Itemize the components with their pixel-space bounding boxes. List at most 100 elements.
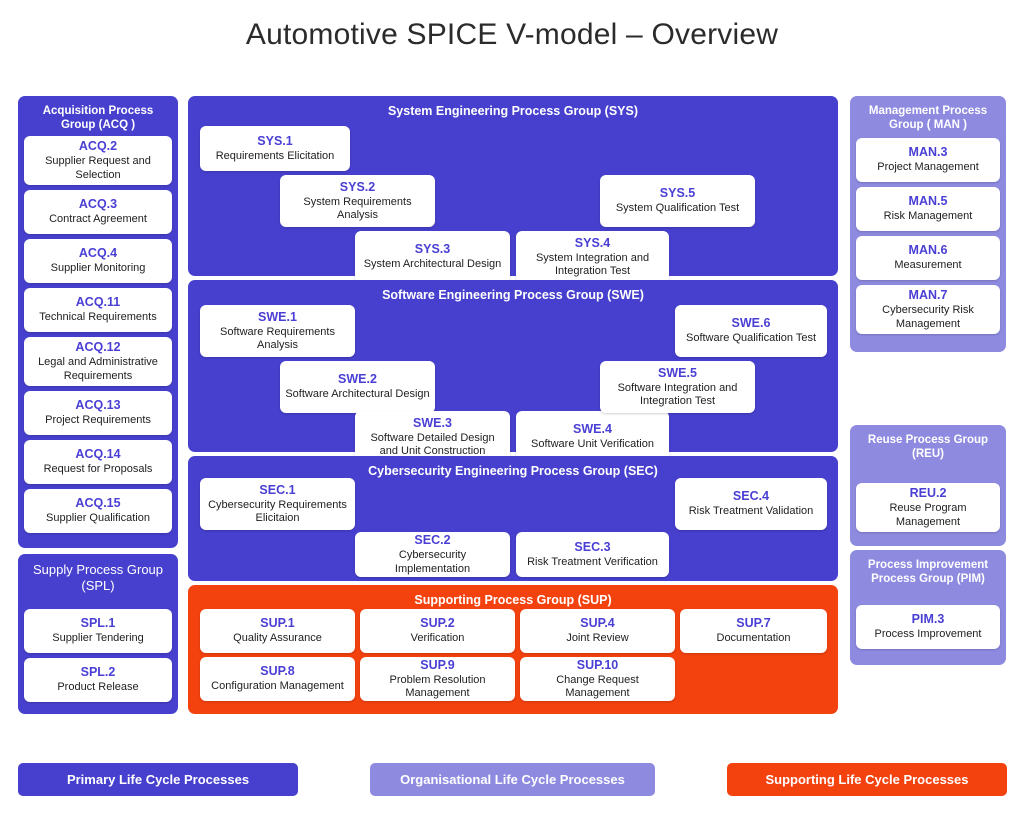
process-code: SUP.10 xyxy=(576,657,619,672)
process-box-sec3[interactable]: SEC.3 Risk Treatment Verification xyxy=(516,532,669,577)
legend-item-primary[interactable]: Primary Life Cycle Processes xyxy=(18,763,298,796)
process-box-sys3[interactable]: SYS.3 System Architectural Design xyxy=(355,231,510,283)
process-code: MAN.5 xyxy=(908,194,948,209)
process-box-swe2[interactable]: SWE.2 Software Architectural Design xyxy=(280,361,435,413)
process-box-sup9[interactable]: SUP.9 Problem Resolution Management xyxy=(360,657,515,701)
process-name: Supplier Qualification xyxy=(46,512,150,525)
process-name: Documentation xyxy=(716,632,791,645)
group-panel-spl: Supply Process Group (SPL) SPL.1 Supplie… xyxy=(18,554,178,714)
process-code: SUP.1 xyxy=(260,616,295,631)
process-box-acq14[interactable]: ACQ.14 Request for Proposals xyxy=(24,440,172,484)
man-process-list: MAN.3 Project Management MAN.5 Risk Mana… xyxy=(856,138,1000,339)
process-box-swe1[interactable]: SWE.1 Software Requirements Analysis xyxy=(200,305,355,357)
process-name: Supplier Monitoring xyxy=(50,262,146,275)
process-box-sec2[interactable]: SEC.2 Cybersecurity Implementation xyxy=(355,532,510,577)
process-name: System Qualification Test xyxy=(615,202,740,215)
process-box-spl1[interactable]: SPL.1 Supplier Tendering xyxy=(24,609,172,653)
process-code: SEC.2 xyxy=(414,533,451,547)
reu-process-list: REU.2 Reuse Program Management xyxy=(856,483,1000,537)
process-name: Quality Assurance xyxy=(233,632,322,645)
process-code: MAN.6 xyxy=(908,243,948,258)
group-title-sys: System Engineering Process Group (SYS) xyxy=(387,104,639,118)
process-code: MAN.7 xyxy=(908,288,948,302)
pim-process-list: PIM.3 Process Improvement xyxy=(856,605,1000,654)
process-name: Cybersecurity Requirements Elicitaion xyxy=(208,498,347,525)
process-code: SWE.1 xyxy=(258,309,297,324)
process-code: SWE.4 xyxy=(573,422,612,437)
process-box-sup10[interactable]: SUP.10 Change Request Management xyxy=(520,657,675,701)
process-box-pim3[interactable]: PIM.3 Process Improvement xyxy=(856,605,1000,649)
process-box-man5[interactable]: MAN.5 Risk Management xyxy=(856,187,1000,231)
process-box-man7[interactable]: MAN.7 Cybersecurity Risk Management xyxy=(856,285,1000,334)
process-box-sys1[interactable]: SYS.1 Requirements Elicitation xyxy=(200,126,350,171)
process-code: ACQ.11 xyxy=(75,295,121,310)
process-box-acq15[interactable]: ACQ.15 Supplier Qualification xyxy=(24,489,172,533)
process-code: SWE.3 xyxy=(413,415,452,430)
process-box-acq4[interactable]: ACQ.4 Supplier Monitoring xyxy=(24,239,172,283)
process-name: Requirements Elicitation xyxy=(215,149,335,162)
process-box-acq11[interactable]: ACQ.11 Technical Requirements xyxy=(24,288,172,332)
process-code: SYS.3 xyxy=(414,242,451,257)
process-box-sys4[interactable]: SYS.4 System Integration and Integration… xyxy=(516,231,669,283)
process-box-sys2[interactable]: SYS.2 System Requirements Analysis xyxy=(280,175,435,227)
spl-process-list: SPL.1 Supplier Tendering SPL.2 Product R… xyxy=(24,609,172,707)
group-title-swe: Software Engineering Process Group (SWE) xyxy=(382,288,644,302)
group-panel-reu: Reuse Process Group (REU) REU.2 Reuse Pr… xyxy=(850,425,1006,546)
process-code: SYS.4 xyxy=(574,235,611,250)
acq-process-list: ACQ.2 Supplier Request and Selection ACQ… xyxy=(24,136,172,538)
process-code: SUP.2 xyxy=(420,616,455,631)
process-box-acq3[interactable]: ACQ.3 Contract Agreement xyxy=(24,190,172,234)
group-panel-sup: Supporting Process Group (SUP) SUP.1 Qua… xyxy=(188,585,838,714)
group-panel-acq: Acquisition Process Group (ACQ ) ACQ.2 S… xyxy=(18,96,178,548)
group-title-sup: Supporting Process Group (SUP) xyxy=(414,593,612,607)
process-box-acq13[interactable]: ACQ.13 Project Requirements xyxy=(24,391,172,435)
process-box-swe3[interactable]: SWE.3 Software Detailed Design and Unit … xyxy=(355,411,510,463)
process-code: SEC.4 xyxy=(732,489,770,504)
process-name: Software Detailed Design and Unit Constr… xyxy=(370,431,495,458)
group-panel-swe: Software Engineering Process Group (SWE)… xyxy=(188,280,838,463)
process-box-sup8[interactable]: SUP.8 Configuration Management xyxy=(200,657,355,701)
process-box-spl2[interactable]: SPL.2 Product Release xyxy=(24,658,172,702)
process-name: Measurement xyxy=(894,259,962,272)
process-name: Risk Treatment Validation xyxy=(688,505,814,518)
process-name: Configuration Management xyxy=(211,680,344,693)
process-name: Verification xyxy=(410,632,465,645)
process-name: Supplier Request and Selection xyxy=(45,155,151,181)
process-box-sys5[interactable]: SYS.5 System Qualification Test xyxy=(600,175,755,227)
process-box-sec1[interactable]: SEC.1 Cybersecurity Requirements Elicita… xyxy=(200,478,355,530)
process-name: Change Request Management xyxy=(556,673,639,700)
process-name: Reuse Program Management xyxy=(889,502,967,528)
process-name: Contract Agreement xyxy=(49,213,147,226)
process-code: SYS.2 xyxy=(339,179,376,194)
process-name: Software Integration and Integration Tes… xyxy=(617,381,738,408)
legend-label: Primary Life Cycle Processes xyxy=(66,772,250,787)
process-box-sup2[interactable]: SUP.2 Verification xyxy=(360,609,515,653)
process-box-man3[interactable]: MAN.3 Project Management xyxy=(856,138,1000,182)
process-code: ACQ.3 xyxy=(78,197,118,212)
process-box-sup7[interactable]: SUP.7 Documentation xyxy=(680,609,827,653)
process-code: SPL.1 xyxy=(80,616,116,631)
process-name: Joint Review xyxy=(566,632,629,645)
process-box-swe6[interactable]: SWE.6 Software Qualification Test xyxy=(675,305,827,357)
process-name: Cybersecurity Implementation xyxy=(394,549,471,575)
process-name: Risk Treatment Verification xyxy=(527,555,658,568)
group-title-man: Management Process Group ( MAN ) xyxy=(868,105,988,131)
group-title-sec: Cybersecurity Engineering Process Group … xyxy=(368,464,658,478)
process-code: SWE.2 xyxy=(338,372,377,387)
group-title-spl: Supply Process Group (SPL) xyxy=(32,562,164,593)
group-panel-pim: Process Improvement Process Group (PIM) … xyxy=(850,550,1006,665)
process-box-sup4[interactable]: SUP.4 Joint Review xyxy=(520,609,675,653)
process-box-acq2[interactable]: ACQ.2 Supplier Request and Selection xyxy=(24,136,172,185)
legend-item-supporting[interactable]: Supporting Life Cycle Processes xyxy=(727,763,1007,796)
legend-item-organisational[interactable]: Organisational Life Cycle Processes xyxy=(370,763,655,796)
process-box-acq12[interactable]: ACQ.12 Legal and Administrative Requirem… xyxy=(24,337,172,386)
group-title-pim: Process Improvement Process Group (PIM) xyxy=(867,559,989,585)
process-box-swe4[interactable]: SWE.4 Software Unit Verification xyxy=(516,411,669,463)
process-box-reu2[interactable]: REU.2 Reuse Program Management xyxy=(856,483,1000,532)
process-code: SWE.6 xyxy=(731,316,771,331)
process-box-man6[interactable]: MAN.6 Measurement xyxy=(856,236,1000,280)
process-box-swe5[interactable]: SWE.5 Software Integration and Integrati… xyxy=(600,361,755,413)
process-box-sec4[interactable]: SEC.4 Risk Treatment Validation xyxy=(675,478,827,530)
group-title-reu: Reuse Process Group (REU) xyxy=(867,434,989,460)
process-box-sup1[interactable]: SUP.1 Quality Assurance xyxy=(200,609,355,653)
